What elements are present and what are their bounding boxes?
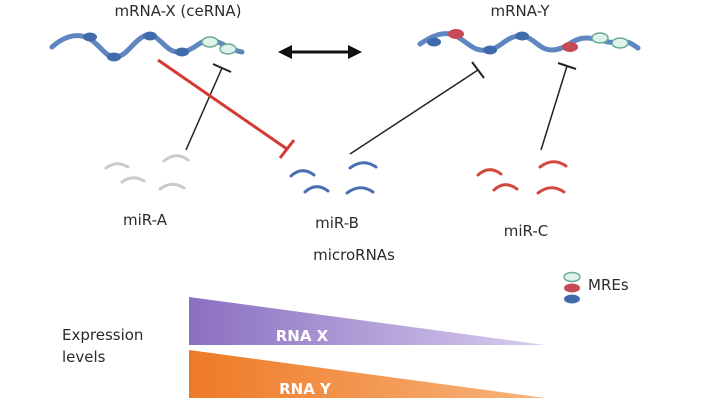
expression-axis-label: Expression levels [62,324,143,368]
mrna-y-node [483,45,497,55]
mir-a-label: miR-A [123,211,167,229]
competition-arrow [278,45,362,59]
mre-legend-icon [563,271,581,304]
mre-green [201,36,219,48]
rna-y-label: RNA Y [279,380,331,398]
inhibition-mir-a-to-mrna-x [185,63,232,151]
mir-b-label: miR-B [315,214,359,232]
mrna-x-strand [49,31,245,62]
mre-pink [448,29,464,39]
mrna-x-node [143,31,157,41]
mrna-y-label: mRNA-Y [490,2,550,20]
mre-green [611,37,629,49]
mrna-y-strand [417,29,641,55]
mre-green [591,32,609,44]
mrna-y-node [427,37,441,47]
expression-axis-label-line1: Expression [62,326,144,344]
inhibition-mrna-x-to-mir-b [157,58,296,159]
mres-legend-label: MREs [588,276,629,294]
expression-axis-label-line2: levels [62,348,106,366]
inhibition-mir-b-to-mrna-y [349,61,485,155]
mir-c-cluster [476,160,568,195]
rna-y-expression-bar [189,350,545,398]
mre-pink [562,42,578,52]
mrna-y-node [515,31,529,41]
mrna-x-label: mRNA-X (ceRNA) [114,2,242,20]
mre-green [219,43,237,55]
microrna-group-label: microRNAs [313,246,395,264]
inhibition-mir-c-to-mrna-y [540,62,577,151]
mir-b-cluster [289,161,378,195]
rna-x-label: RNA X [275,327,329,345]
mrna-x-node [107,52,121,62]
mir-a-cluster [104,154,190,191]
mrna-x-node [175,47,189,57]
mrna-x-node [83,32,97,42]
rna-x-expression-bar [189,297,545,345]
mir-c-label: miR-C [503,222,549,240]
